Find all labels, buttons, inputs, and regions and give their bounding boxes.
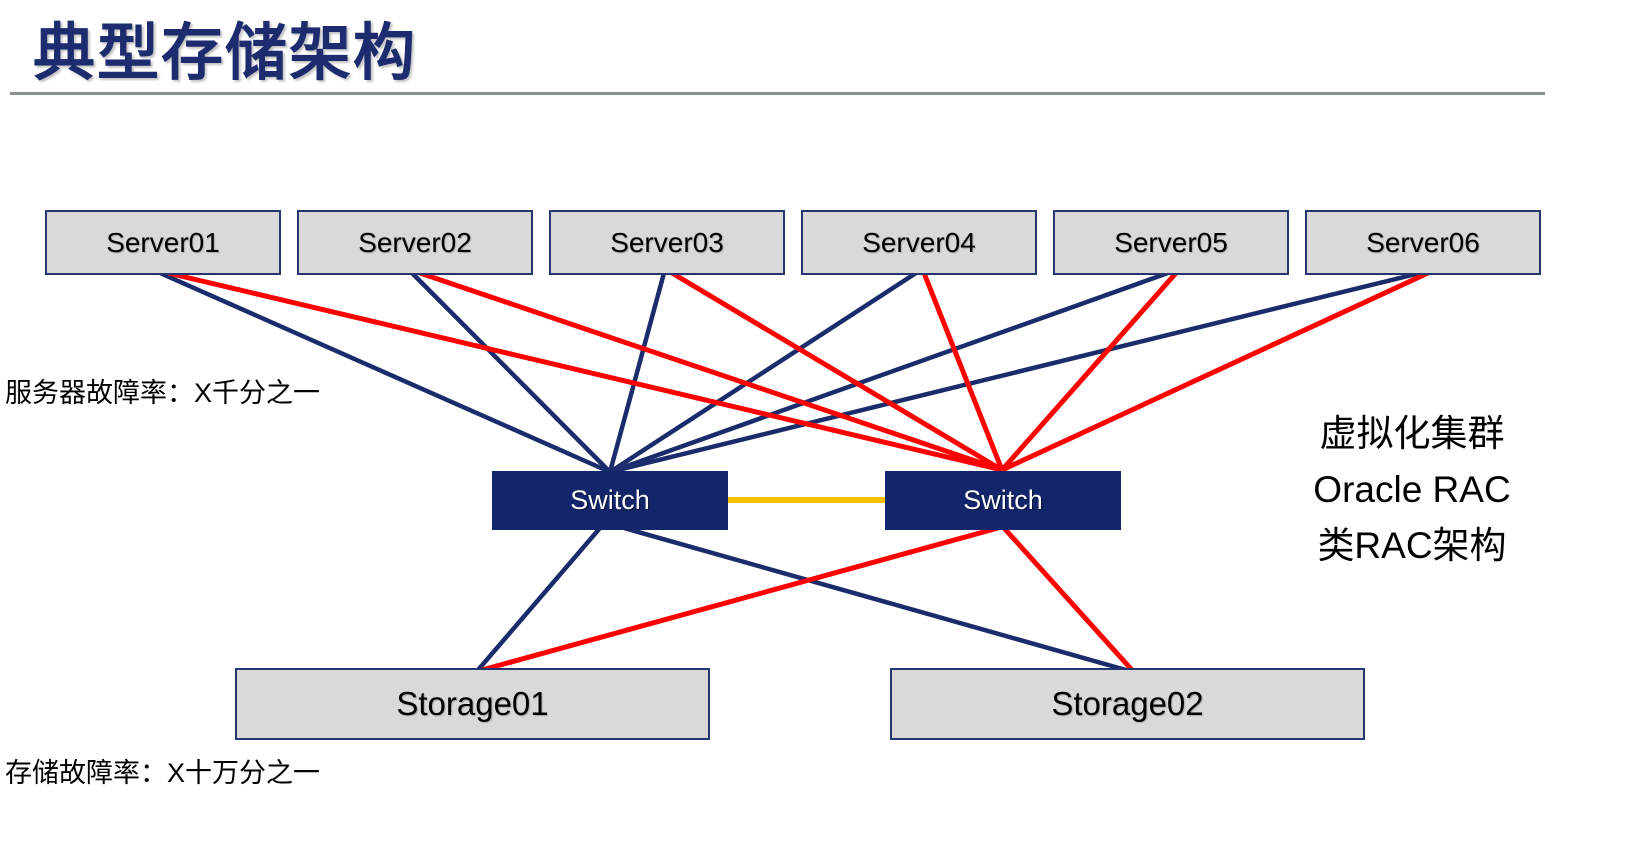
page-title: 典型存储架构 [33,19,418,88]
node-server06: Server06 [1305,210,1541,275]
node-server02: Server02 [297,210,533,275]
link-server01-switch1-navy [159,270,611,475]
link-server05-switch1-navy [609,270,1169,475]
link-server05-switch2-red [1000,271,1178,472]
link-server03-switch2-red [670,270,1004,473]
link-server04-switch2-red [921,272,1005,471]
node-switch-left: Switch [492,471,728,530]
cluster-note-line-2: Oracle RAC [1313,469,1511,510]
storage-failure-rate-label: 存储故障率：X十万分之一 [5,758,321,788]
node-server04: Server04 [801,210,1037,275]
cluster-note-line-3: 类RAC架构 [1317,525,1507,566]
node-storage02: Storage02 [890,668,1365,740]
link-server04-switch1-navy [608,271,918,474]
node-server05: Server05 [1053,210,1289,275]
title-divider [10,92,1545,95]
node-switch-right: Switch [885,471,1121,530]
link-switch1-storage02-navy [623,525,1127,673]
link-server02-switch2-red [419,270,1003,473]
node-server01: Server01 [45,210,281,275]
link-server02-switch1-navy [410,271,612,474]
link-server01-switch2-red [167,270,1003,473]
link-switch2-storage02-red [1002,526,1134,672]
link-server03-switch1-navy [607,272,667,473]
link-switch2-storage01-red [481,525,999,673]
server-failure-rate-label: 服务器故障率：X千分之一 [5,378,321,408]
link-switch1-storage01-navy [476,526,602,672]
node-server03: Server03 [549,210,785,275]
link-server06-switch1-navy [609,270,1421,475]
cluster-note: 虚拟化集群 Oracle RAC 类RAC架构 [1278,406,1546,574]
link-server06-switch2-red [1000,270,1430,473]
cluster-note-line-1: 虚拟化集群 [1319,413,1505,454]
node-storage01: Storage01 [235,668,710,740]
